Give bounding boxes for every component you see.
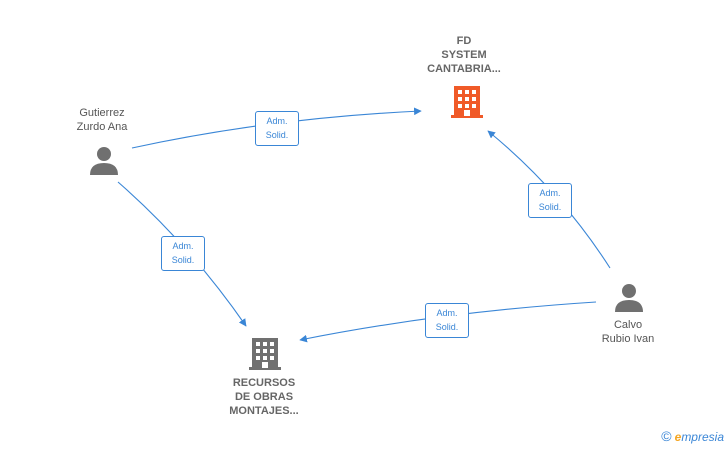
node-label-line: SYSTEM	[441, 49, 487, 61]
brand-logo-text: mpresia	[681, 430, 724, 444]
edge-label-line: Solid.	[538, 202, 562, 212]
person-icon[interactable]	[89, 145, 119, 175]
edge-label-line: Adm.	[436, 308, 458, 318]
node-label-line: Rubio Ivan	[601, 333, 655, 345]
edge-label-calvo-fd-system[interactable]: Adm. Solid.	[528, 183, 572, 218]
node-label-gutierrez[interactable]: Gutierrez Zurdo Ana	[56, 106, 148, 134]
node-label-line: Gutierrez	[79, 107, 125, 119]
building-icon[interactable]	[249, 336, 281, 370]
edge-label-line: Solid.	[435, 322, 459, 332]
node-label-line: FD	[456, 35, 472, 47]
node-label-calvo[interactable]: Calvo Rubio Ivan	[582, 318, 674, 346]
edge-label-line: Solid.	[171, 255, 195, 265]
node-label-fd-system[interactable]: FD SYSTEM CANTABRIA...	[408, 34, 520, 76]
brand-logo-e: e	[674, 430, 682, 444]
edge-label-calvo-recursos[interactable]: Adm. Solid.	[425, 303, 469, 338]
node-label-line: MONTAJES...	[229, 405, 299, 417]
edge-label-line: Solid.	[265, 130, 289, 140]
edge-label-line: Adm.	[539, 188, 561, 198]
building-icon[interactable]	[451, 84, 483, 118]
person-icon[interactable]	[614, 282, 644, 312]
copyright-symbol: ©	[661, 428, 672, 444]
node-label-recursos[interactable]: RECURSOS DE OBRAS MONTAJES...	[206, 376, 322, 418]
edge-label-line: Adm.	[266, 116, 288, 126]
brand-watermark: ©empresia	[661, 428, 724, 444]
edge-label-gutierrez-recursos[interactable]: Adm. Solid.	[161, 236, 205, 271]
edge-label-line: Adm.	[172, 241, 194, 251]
node-label-line: CANTABRIA...	[427, 63, 501, 75]
node-label-line: RECURSOS	[232, 377, 296, 389]
node-label-line: Zurdo Ana	[76, 121, 128, 133]
node-label-line: Calvo	[613, 319, 643, 331]
edge-label-gutierrez-fd-system[interactable]: Adm. Solid.	[255, 111, 299, 146]
node-label-line: DE OBRAS	[234, 391, 294, 403]
